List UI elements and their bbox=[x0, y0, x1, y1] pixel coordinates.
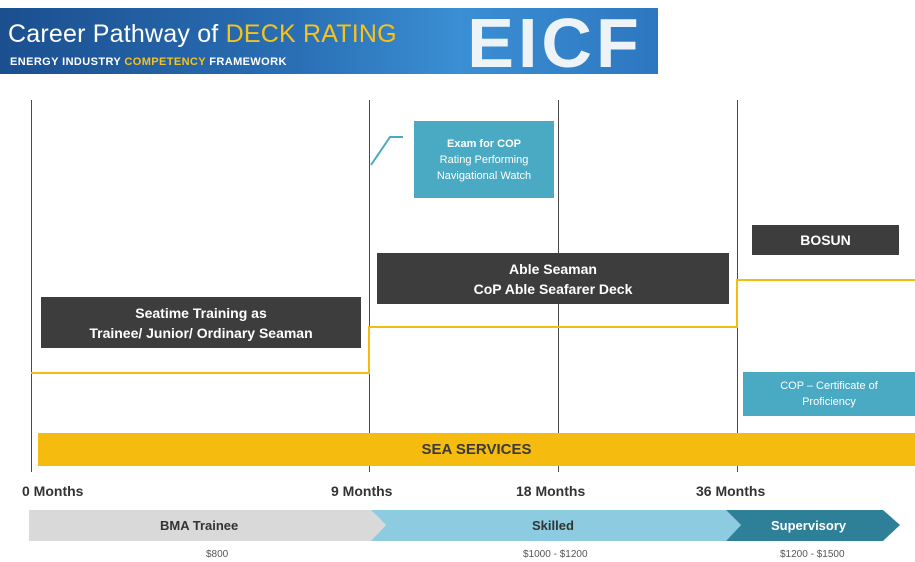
logo-text: EICF bbox=[467, 10, 642, 74]
title-accent: DECK RATING bbox=[225, 20, 397, 48]
subtitle-part2: FRAMEWORK bbox=[205, 56, 287, 68]
salary-skilled: $1000 - $1200 bbox=[523, 549, 588, 560]
exam-line2: Rating Performing bbox=[439, 153, 529, 166]
month-label-18: 18 Months bbox=[516, 483, 586, 499]
cop-line1: COP – Certificate of bbox=[780, 380, 878, 392]
able-line2: CoP Able Seafarer Deck bbox=[473, 280, 633, 297]
page-title: Career Pathway of DECK RATING bbox=[8, 20, 397, 49]
month-label-9: 9 Months bbox=[331, 483, 393, 499]
bosun-box: BOSUN bbox=[752, 225, 899, 255]
seatime-training-box: Seatime Training as Trainee/ Junior/ Ord… bbox=[41, 297, 361, 348]
month-label-0: 0 Months bbox=[22, 483, 84, 499]
exam-cop-box: Exam for COP Rating Performing Navigatio… bbox=[414, 121, 554, 198]
stage-label-bma-trainee: BMA Trainee bbox=[160, 518, 239, 533]
exam-connector bbox=[370, 136, 403, 166]
stage-label-skilled: Skilled bbox=[532, 518, 574, 533]
cop-line2: Proficiency bbox=[802, 396, 856, 408]
exam-line3: Navigational Watch bbox=[436, 169, 532, 182]
subtitle-part1: ENERGY INDUSTRY bbox=[10, 56, 125, 68]
timeline-line-0 bbox=[31, 100, 32, 472]
seatime-line2: Trainee/ Junior/ Ordinary Seaman bbox=[89, 324, 313, 341]
sea-services-label: SEA SERVICES bbox=[421, 441, 532, 458]
timeline-line-9 bbox=[369, 100, 370, 472]
header-banner: Career Pathway of DECK RATING ENERGY IND… bbox=[0, 8, 658, 74]
salary-bma-trainee: $800 bbox=[206, 549, 229, 560]
exam-line1: Exam for COP bbox=[447, 137, 521, 150]
subtitle-accent: COMPETENCY bbox=[124, 56, 206, 68]
page-subtitle: ENERGY INDUSTRY COMPETENCY FRAMEWORK bbox=[10, 56, 287, 68]
stage-arrow-skilled bbox=[371, 510, 741, 541]
able-line1: Able Seaman bbox=[509, 260, 597, 277]
bosun-label: BOSUN bbox=[800, 232, 851, 248]
title-prefix: Career Pathway of bbox=[8, 20, 226, 48]
month-label-36: 36 Months bbox=[696, 483, 766, 499]
stage-arrow-supervisory bbox=[726, 510, 900, 541]
salary-supervisory: $1200 - $1500 bbox=[780, 549, 845, 560]
eicf-logo: EICF bbox=[467, 10, 642, 74]
sea-services-bar: SEA SERVICES bbox=[38, 433, 915, 466]
able-seaman-box: Able Seaman CoP Able Seafarer Deck bbox=[377, 253, 729, 304]
stage-arrows bbox=[29, 510, 900, 541]
stage-arrow-bma-trainee bbox=[29, 510, 386, 541]
stage-label-supervisory: Supervisory bbox=[771, 518, 847, 533]
career-step-line bbox=[31, 279, 915, 374]
seatime-line1: Seatime Training as bbox=[135, 304, 267, 321]
cop-certificate-box: COP – Certificate of Proficiency bbox=[743, 372, 915, 416]
